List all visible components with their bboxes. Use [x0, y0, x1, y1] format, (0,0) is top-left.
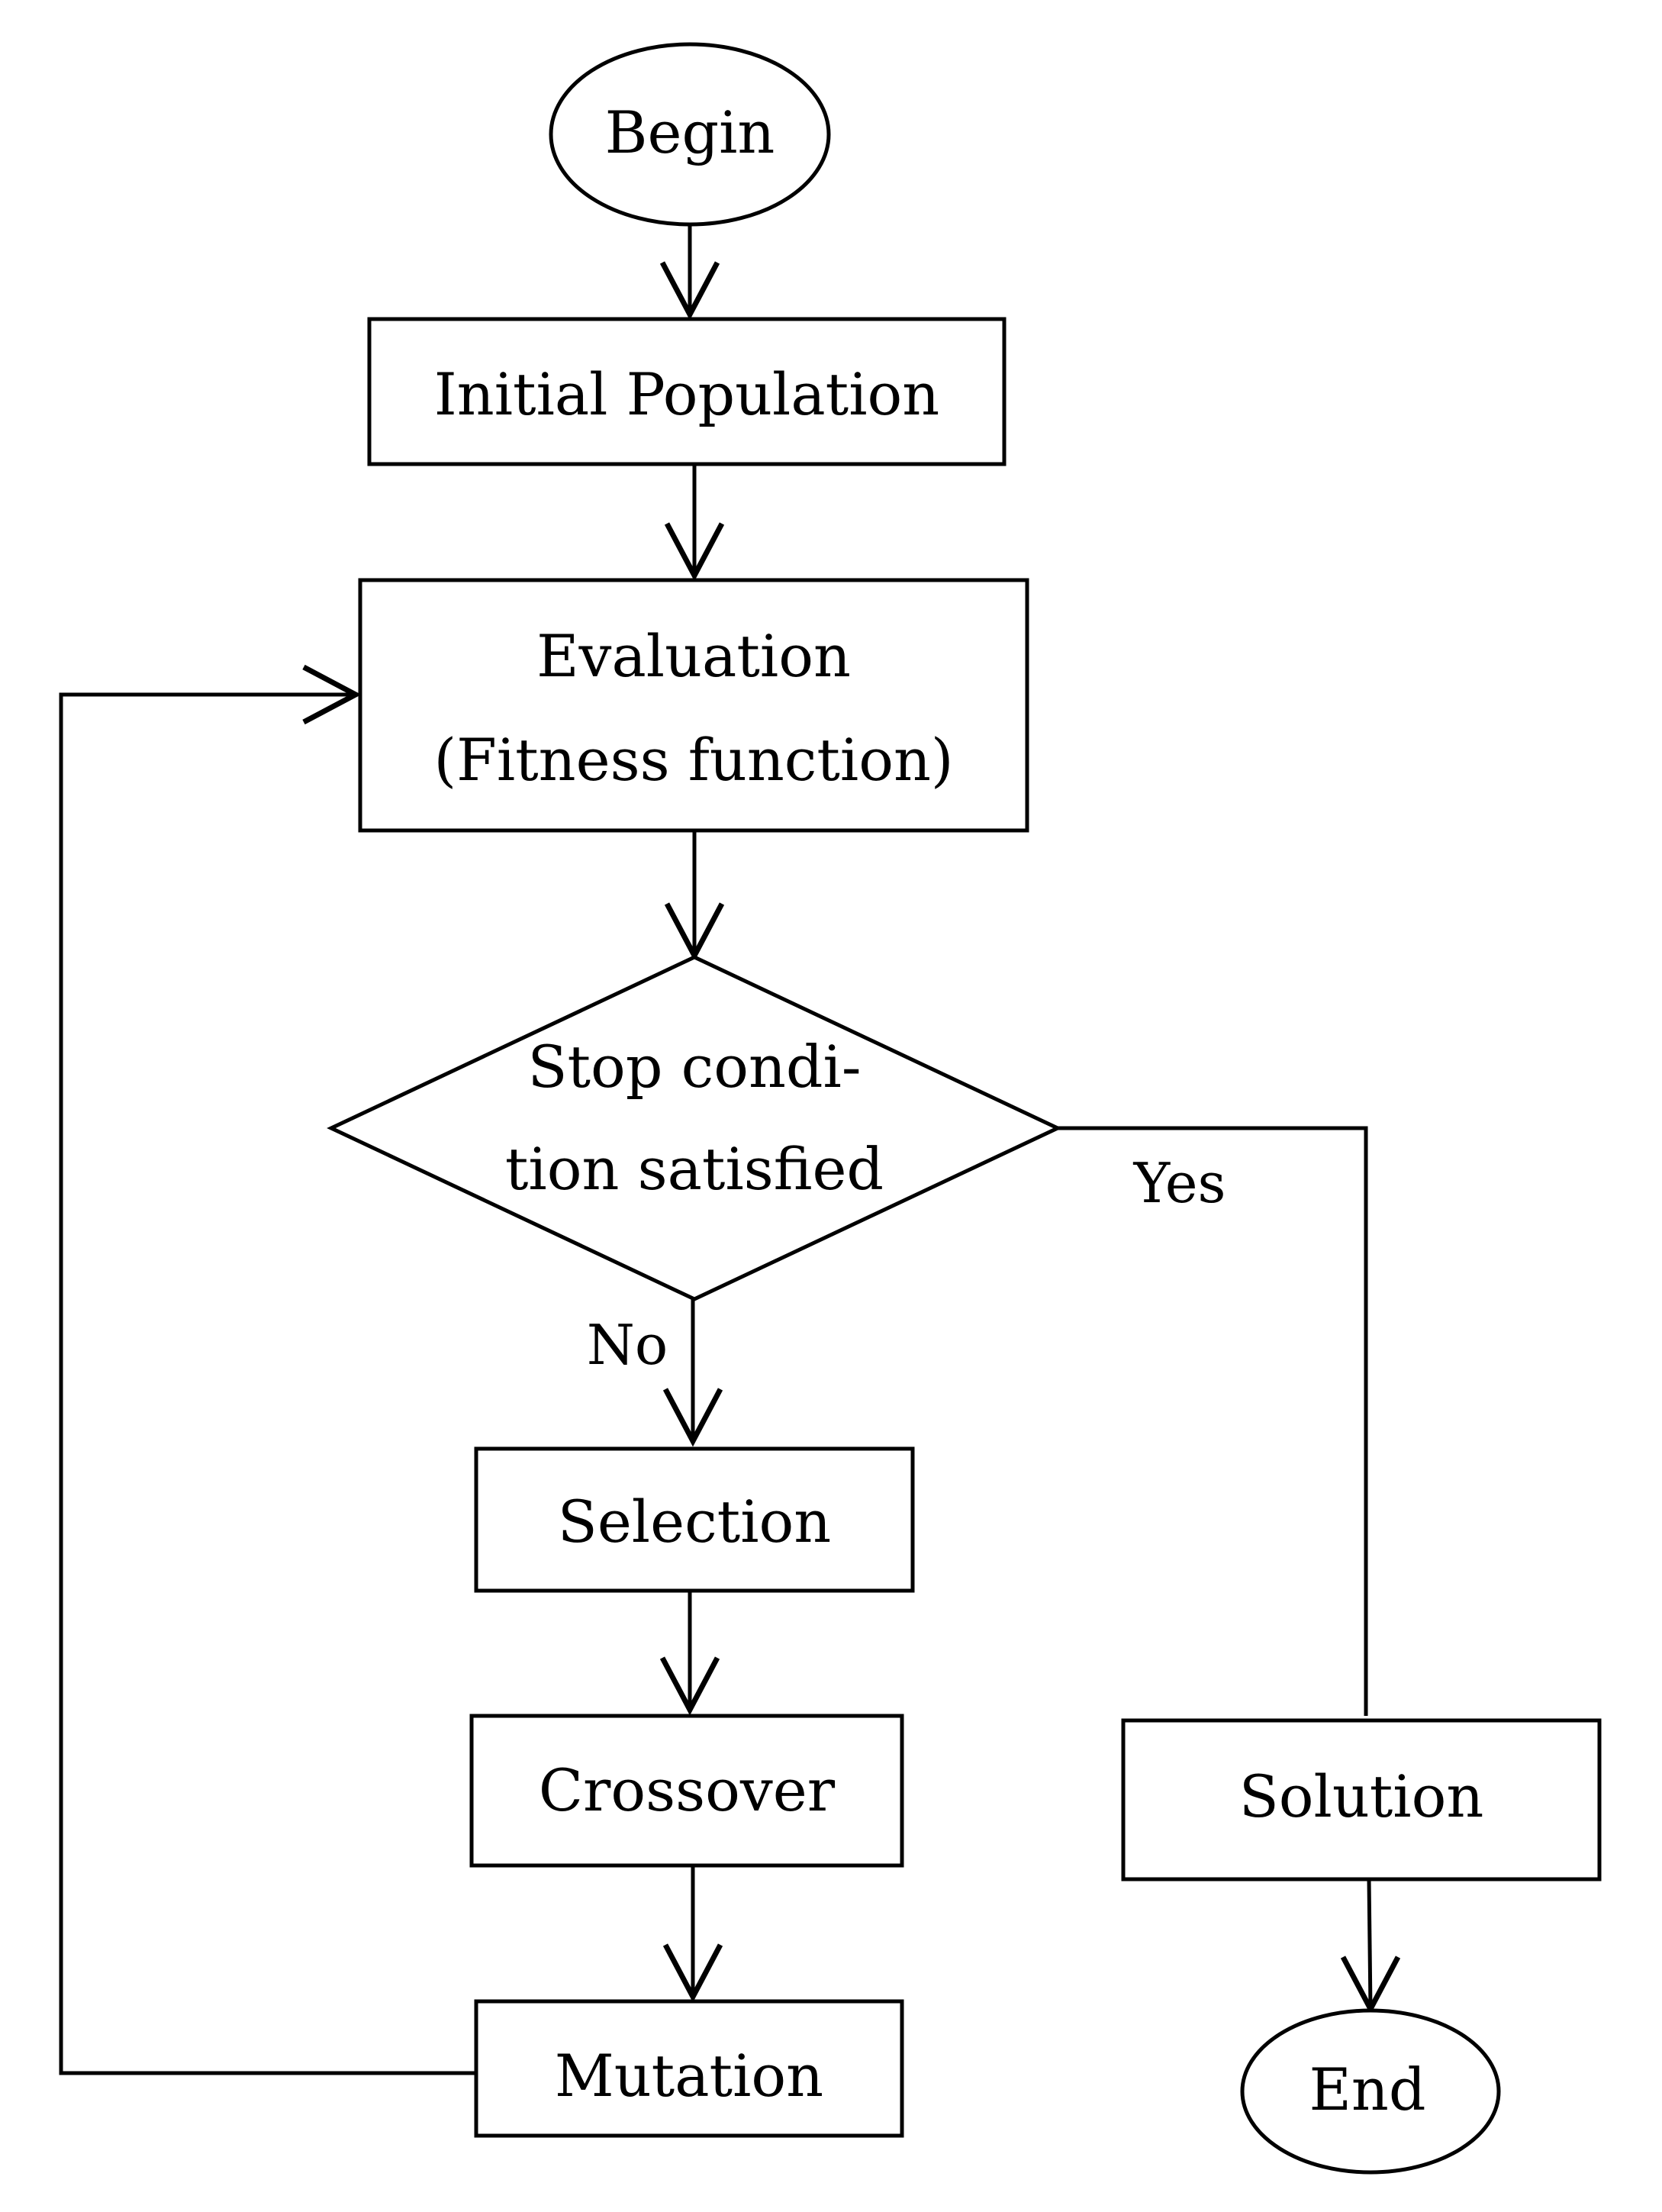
initial-population-box	[367, 317, 1007, 466]
arrow-solution-to-end	[1340, 1878, 1401, 2015]
decision-label-line1: Stop condi-	[527, 1033, 861, 1101]
mutation-box	[474, 1999, 904, 2138]
decision-diamond	[327, 955, 1062, 1301]
mutation-node: Mutation	[474, 1999, 904, 2138]
crossover-node: Crossover	[469, 1714, 904, 1868]
evaluation-label-line2: (Fitness function)	[433, 726, 953, 794]
arrow-evaluation-to-decision	[664, 830, 725, 962]
evaluation-node: Evaluation (Fitness function)	[358, 578, 1029, 833]
selection-label: Selection	[558, 1488, 831, 1556]
loop-back-connector	[59, 664, 476, 2075]
evaluation-label-line1: Evaluation	[536, 622, 851, 690]
selection-node: Selection	[474, 1446, 915, 1593]
solution-label: Solution	[1239, 1762, 1484, 1830]
no-branch-label: No	[587, 1313, 668, 1377]
arrow-crossover-to-mutation	[662, 1865, 723, 2003]
arrow-decision-to-selection	[662, 1299, 723, 1447]
crossover-box	[469, 1714, 904, 1868]
end-node: End	[1240, 2008, 1501, 2175]
yes-branch-label: Yes	[1133, 1151, 1226, 1215]
selection-box	[474, 1446, 915, 1593]
yes-branch-connector	[1058, 1126, 1368, 1716]
initial-population-label: Initial Population	[434, 360, 939, 428]
mutation-label: Mutation	[555, 2042, 823, 2110]
decision-label-line2: tion satisfied	[505, 1135, 884, 1203]
initial-population-node: Initial Population	[367, 317, 1007, 466]
arrow-initial-population-to-evaluation	[664, 464, 725, 582]
crossover-label: Crossover	[539, 1756, 836, 1824]
begin-node: Begin	[549, 42, 831, 227]
end-label: End	[1309, 2056, 1425, 2123]
begin-label: Begin	[605, 98, 775, 166]
solution-node: Solution	[1121, 1718, 1602, 1881]
end-ellipse	[1240, 2008, 1501, 2175]
solution-box	[1121, 1718, 1602, 1881]
arrow-begin-to-initial-population	[659, 224, 720, 321]
arrow-selection-to-crossover	[659, 1591, 720, 1716]
stop-condition-decision: Stop condi- tion satisfied	[327, 955, 1062, 1301]
